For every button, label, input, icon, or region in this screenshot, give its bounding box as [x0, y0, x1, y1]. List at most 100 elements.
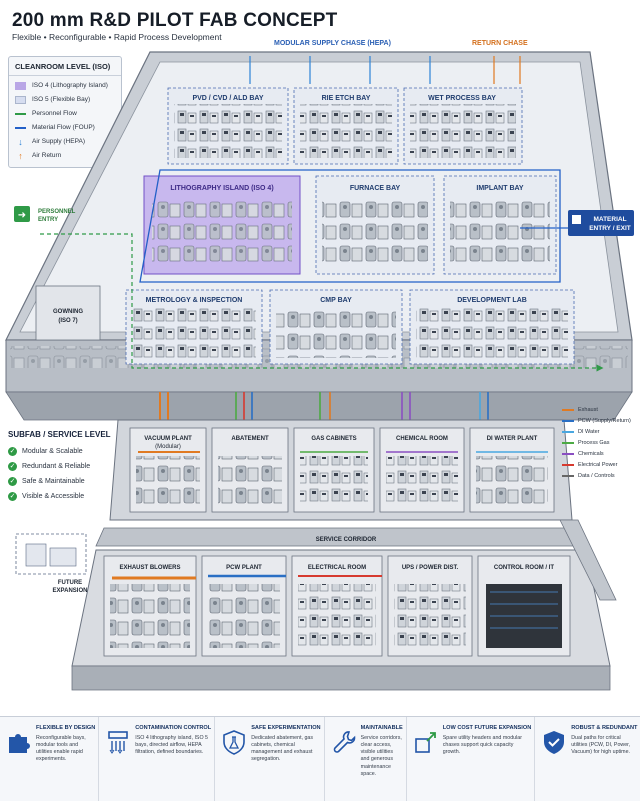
line-swatch-icon [562, 452, 574, 455]
legend-label: Air Return [32, 152, 62, 159]
check-label: Redundant & Reliable [22, 463, 91, 470]
feature-text: Reconfigurable bays, modular tools and u… [36, 735, 86, 763]
legend-label: Personnel Flow [32, 110, 77, 117]
bay-wet-label: WET PROCESS BAY [428, 95, 496, 102]
utility-legend-item: Electrical Power [562, 459, 638, 470]
subfab-upper-rooms [129, 427, 555, 513]
flask-icon [223, 730, 245, 755]
check-icon: ✓ [8, 492, 17, 501]
room-ups-label: UPS / POWER DIST. [402, 565, 459, 571]
feature-robust: ROBUST & REDUNDANT Dual paths for critic… [535, 717, 640, 801]
feature-text: Service corridors, clear access, visible… [360, 735, 402, 777]
utility-label: Chemicals [578, 450, 604, 457]
utility-legend: Exhaust PCW (Supply/Return) DI Water Pro… [562, 404, 638, 481]
check-label: Modular & Scalable [22, 448, 83, 455]
feature-flexible: FLEXIBLE BY DESIGN Reconfigurable bays, … [0, 717, 100, 801]
utility-legend-item: PCW (Supply/Return) [562, 415, 638, 426]
wrench-icon [333, 731, 355, 753]
check-item: ✓ Safe & Maintainable [8, 477, 114, 486]
line-swatch-icon [562, 408, 574, 411]
air-return-arrows [493, 56, 521, 84]
room-vacuum-label: VACUUM PLANT [144, 436, 192, 442]
bay-implant-label: IMPLANT BAY [476, 185, 524, 192]
subfab-title: SUBFAB / SERVICE LEVEL [8, 430, 111, 439]
utility-legend-item: Data / Controls [562, 470, 638, 481]
legend-label: Air Supply (HEPA) [32, 138, 85, 145]
room-gas-label: GAS CABINETS [311, 436, 356, 442]
line-swatch-icon [562, 419, 574, 422]
subfab-lower-rooms [103, 555, 571, 657]
bay-furnace-label: FURNACE BAY [350, 185, 401, 192]
room-pcw-label: PCW PLANT [226, 565, 262, 571]
line-swatch-icon [562, 463, 574, 466]
utility-legend-item: DI Water [562, 426, 638, 437]
legend-item-material-flow: Material Flow (FOUP) [15, 123, 115, 132]
feature-text: Spare utility headers and modular chases… [442, 735, 522, 756]
check-item: ✓ Modular & Scalable [8, 447, 114, 456]
room-abatement-label: ABATEMENT [231, 436, 269, 442]
page-subtitle: Flexible • Reconfigurable • Rapid Proces… [12, 32, 222, 42]
check-icon: ✓ [8, 447, 17, 456]
supply-chase-label: MODULAR SUPPLY CHASE (HEPA) [274, 40, 391, 47]
check-icon: ✓ [8, 462, 17, 471]
personnel-entry-icon [14, 206, 30, 222]
room-exhaust-label: EXHAUST BLOWERS [119, 565, 180, 571]
bay-litho-label: LITHOGRAPHY ISLAND (ISO 4) [170, 185, 273, 192]
feature-title: ROBUST & REDUNDANT [571, 725, 638, 731]
dashed-arrow-icon [15, 112, 26, 115]
feature-text: Dual paths for critical utilities (PCW, … [571, 735, 631, 756]
feature-footer: FLEXIBLE BY DESIGN Reconfigurable bays, … [0, 716, 640, 801]
personnel-flow-path [40, 233, 604, 372]
material-flow-loop [139, 169, 561, 283]
subfab-piping [112, 451, 548, 580]
legend-item-iso4: ISO 4 (Lithography Island) [15, 81, 115, 90]
air-supply-arrows [249, 56, 431, 84]
material-entry-badge [568, 210, 634, 236]
check-label: Safe & Maintainable [22, 478, 85, 485]
personnel-entry-line2: ENTRY [38, 217, 58, 223]
utility-legend-item: Exhaust [562, 404, 638, 415]
room-di-label: DI WATER PLANT [487, 436, 538, 442]
return-chase-label: RETURN CHASE [472, 40, 528, 47]
legend-label: ISO 4 (Lithography Island) [32, 82, 108, 89]
room-electrical-label: ELECTRICAL ROOM [308, 565, 366, 571]
utility-label: Data / Controls [578, 472, 615, 479]
subfab-panel: SUBFAB / SERVICE LEVEL ✓ Modular & Scalab… [8, 430, 114, 507]
bay-metrology-label: METROLOGY & INSPECTION [146, 297, 243, 304]
check-label: Visible & Accessible [22, 493, 85, 500]
check-icon: ✓ [8, 477, 17, 486]
feature-contamination: CONTAMINATION CONTROL ISO 4 lithography … [99, 717, 216, 801]
fab-diagram: PVD / CVD / ALD BAY RIE ETCH BAY WET PRO… [5, 51, 634, 691]
check-item: ✓ Visible & Accessible [8, 492, 114, 501]
feature-maintainable: MAINTAINABLE Service corridors, clear ac… [325, 717, 407, 801]
feature-expansion: LOW COST FUTURE EXPANSION Spare utility … [407, 717, 536, 801]
feature-title: SAFE EXPERIMENTATION [251, 725, 321, 731]
feature-title: LOW COST FUTURE EXPANSION [442, 725, 532, 731]
iso5-swatch-icon [15, 95, 26, 104]
material-entry-line1: MATERIAL [593, 216, 626, 223]
gowning-label-line2: (ISO 7) [58, 318, 77, 324]
stairway [559, 519, 617, 601]
line-swatch-icon [562, 474, 574, 477]
expansion-icon [414, 732, 436, 753]
utility-legend-item: Chemicals [562, 448, 638, 459]
future-expansion-line2: EXPANSION [53, 588, 88, 594]
room-vacuum-sublabel: (Modular) [155, 444, 181, 450]
up-arrow-icon: ↑ [18, 150, 23, 161]
gowning-label-line1: GOWNING [53, 309, 83, 315]
feature-title: FLEXIBLE BY DESIGN [36, 725, 96, 731]
feature-title: MAINTAINABLE [360, 725, 403, 731]
room-chemical-label: CHEMICAL ROOM [396, 436, 448, 442]
feature-title: CONTAMINATION CONTROL [135, 725, 212, 731]
page-title: 200 mm R&D PILOT FAB CONCEPT [12, 10, 338, 31]
legend-item-personnel-flow: Personnel Flow [15, 109, 115, 118]
feature-text: ISO 4 lithography island, ISO 5 bays, di… [135, 735, 208, 756]
shield-icon [544, 731, 565, 754]
legend-item-air-return: ↑ Air Return [15, 151, 115, 160]
material-entry-line2: ENTRY / EXIT [589, 225, 631, 232]
gowning-room [35, 285, 101, 341]
puzzle-icon [9, 734, 30, 753]
cleanroom-legend-title: CLEANROOM LEVEL (ISO) [9, 57, 121, 76]
feature-text: Dedicated abatement, gas cabinets, chemi… [251, 735, 314, 763]
bay-devlab-label: DEVELOPMENT LAB [457, 297, 527, 304]
